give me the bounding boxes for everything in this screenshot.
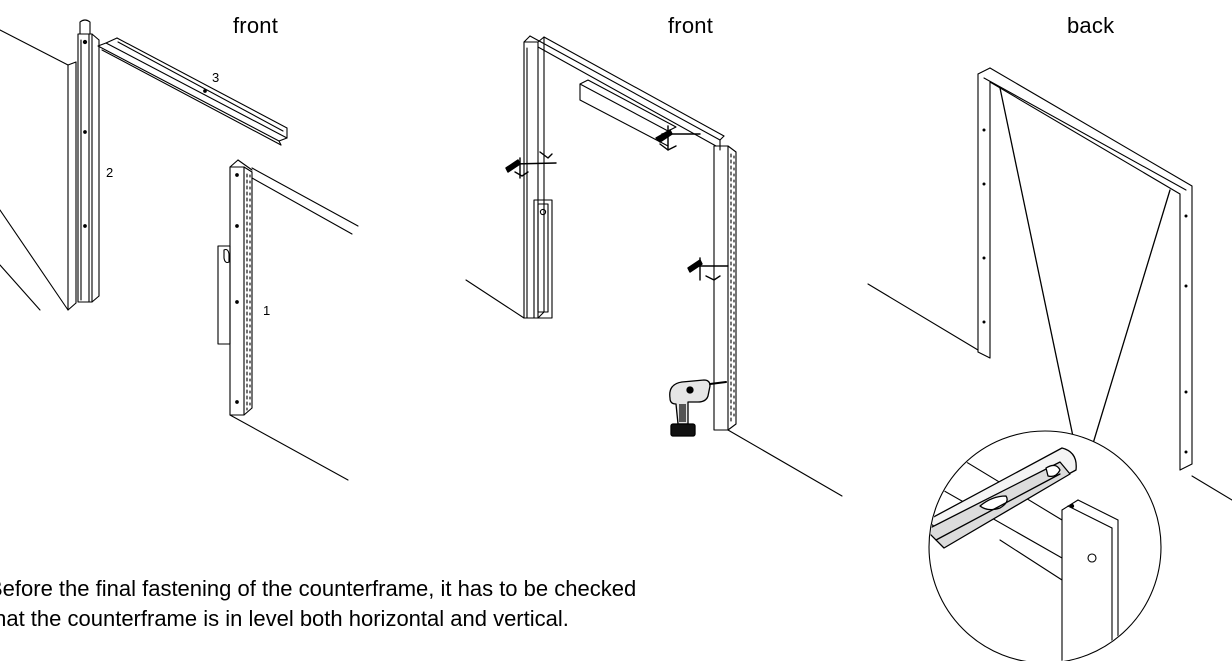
instruction-line-1: Before the final fastening of the counte… (0, 576, 637, 601)
caption-right: back (1067, 13, 1115, 38)
panel-front-exploded (0, 19, 359, 481)
clamp-icon (655, 125, 701, 151)
wall-panel-left (0, 29, 77, 311)
instruction-line-2: that the counterframe is in level both h… (0, 606, 569, 631)
clamp-icon (505, 151, 557, 179)
header-part-3 (97, 37, 288, 146)
jamb-part-2 (77, 19, 100, 303)
jamb-part-1 (217, 159, 359, 481)
spirit-level-detail (928, 430, 1162, 661)
arrow-icon (999, 87, 1171, 475)
caption-left: front (233, 13, 279, 38)
panel-front-assembled (465, 35, 843, 497)
spirit-level-icon (930, 447, 1077, 549)
clamp-icon (687, 257, 729, 281)
caption-middle: front (668, 13, 714, 38)
part-number-2: 2 (106, 165, 114, 180)
part-number-3: 3 (212, 70, 220, 85)
panel-back (867, 67, 1232, 661)
part-number-1: 1 (263, 303, 271, 318)
drill-icon (669, 379, 727, 437)
